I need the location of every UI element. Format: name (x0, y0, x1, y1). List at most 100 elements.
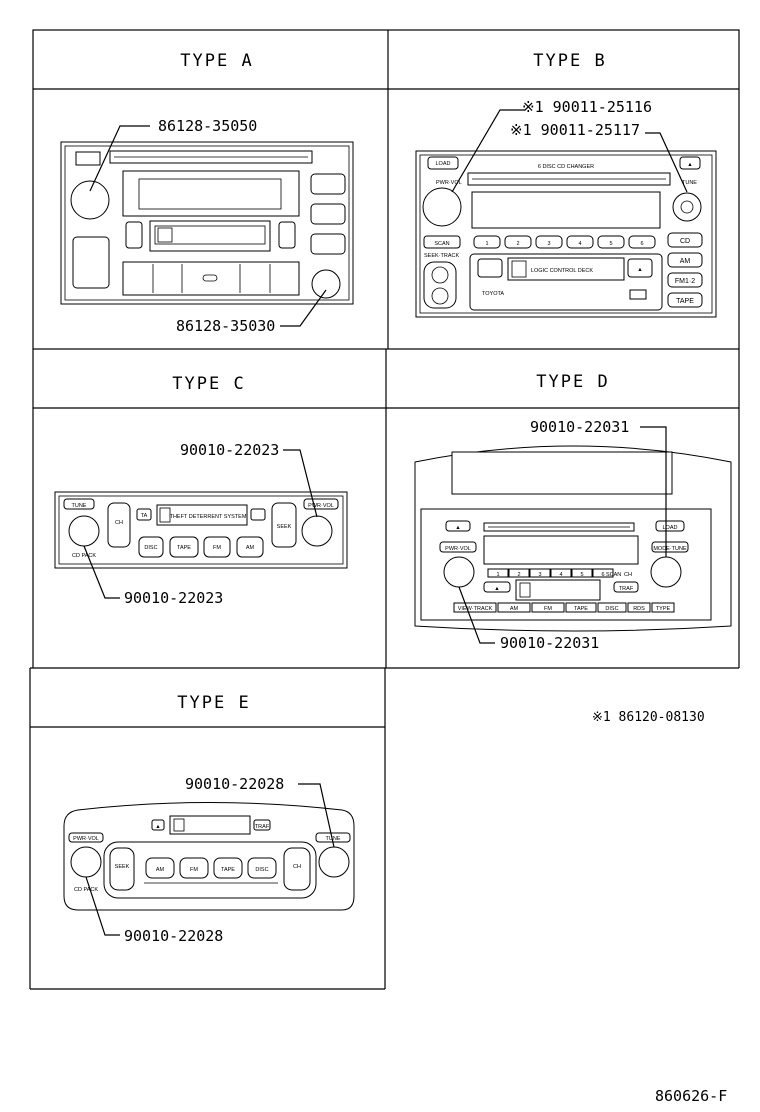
type-d-pwr-vol: PWR·VOL (445, 546, 471, 552)
type-b-pwr-vol: PWR·VOL (436, 180, 462, 186)
preset[interactable]: 6 (640, 241, 643, 247)
figure-code: 860626-F (655, 1087, 727, 1105)
type-a-part-1: 86128-35050 (158, 117, 257, 135)
type-b-deck-label: LOGIC CONTROL DECK (531, 268, 593, 274)
type-c-leader-2 (83, 545, 120, 599)
type-b-tune: TUNE (682, 180, 697, 186)
type-e-header: TYPE E (177, 693, 250, 713)
type-e-ch: CH (293, 864, 301, 870)
type-d-mode-tune: MODE·TUNE (653, 546, 687, 552)
type-e-disc[interactable]: DISC (255, 867, 268, 873)
type-e-tune: TUNE (326, 836, 341, 842)
type-e-left-knob[interactable] (70, 846, 102, 878)
bottom-btn[interactable]: AM (510, 606, 519, 612)
preset[interactable]: 1 (485, 241, 488, 247)
type-e-leader-1 (298, 783, 335, 848)
bottom-btn[interactable]: TAPE (574, 606, 588, 612)
type-e-right-knob[interactable] (318, 846, 350, 878)
bottom-btn[interactable]: RDS (633, 606, 645, 612)
preset[interactable]: 2 (517, 572, 520, 578)
type-e-cd-pack: CD PACK (74, 887, 98, 893)
type-d-header: TYPE D (536, 372, 609, 392)
type-d-load: LOAD (663, 525, 678, 531)
type-a-left-knob[interactable] (70, 180, 110, 220)
type-e-leader-2 (85, 876, 120, 936)
type-e-tape[interactable]: TAPE (221, 867, 235, 873)
type-b-am[interactable]: AM (680, 258, 691, 265)
type-d-leader-2 (458, 586, 495, 644)
type-a-right-knob[interactable] (311, 269, 341, 299)
type-c-right-knob[interactable] (301, 515, 333, 547)
type-b-tape[interactable]: TAPE (676, 298, 694, 305)
type-e-pwr-vol: PWR·VOL (73, 836, 99, 842)
type-d-right-knob[interactable] (650, 556, 682, 588)
grid-frame (29, 29, 740, 990)
type-b-tune-knob[interactable] (672, 192, 702, 222)
type-d-part-bottom: 90010-22031 (500, 634, 599, 652)
type-c-cd-pack: CD PACK (72, 553, 96, 559)
type-c-left-knob[interactable] (68, 515, 100, 547)
footnote: ※1 86120-08130 (592, 710, 705, 725)
preset[interactable]: 3 (538, 572, 541, 578)
bottom-btn[interactable]: DISC (605, 606, 618, 612)
type-a-header: TYPE A (180, 51, 253, 71)
type-e-radio: ▲ TRAF PWR·VOL CD PACK TUNE SEEK AM FM T… (63, 802, 355, 911)
type-c-pwr-vol: PWR·VOL (308, 503, 334, 509)
type-b-brand: TOYOTA (482, 291, 504, 297)
type-c-am[interactable]: AM (246, 545, 255, 551)
type-e-seek: SEEK (115, 864, 130, 870)
type-b-scan: SCAN (434, 241, 449, 247)
type-b-header: TYPE B (533, 51, 606, 71)
type-c-tune: TUNE (72, 503, 87, 509)
type-c-header: TYPE C (172, 374, 245, 394)
type-c-seek: SEEK (277, 524, 292, 530)
type-b-part-2: ※1 90011-25117 (510, 121, 640, 139)
bottom-btn[interactable]: VIEW·TRACK (458, 606, 493, 612)
type-b-presets: 1 2 3 4 5 6 (473, 235, 656, 249)
preset[interactable]: 5 (580, 572, 583, 578)
preset[interactable]: 2 (516, 241, 519, 247)
type-e-am[interactable]: AM (156, 867, 165, 873)
type-c-ch-prog: CH (115, 520, 123, 526)
type-d-left-knob[interactable] (443, 556, 475, 588)
type-d-bottom-row: VIEW·TRACK AM FM TAPE DISC RDS TYPE (453, 602, 675, 613)
preset[interactable]: 6 (601, 572, 604, 578)
type-c-radio: TUNE CD PACK CH TA THEFT DETERRENT SYSTE… (54, 491, 348, 569)
preset[interactable]: 4 (578, 241, 581, 247)
svg-text:▲: ▲ (455, 525, 460, 531)
type-a-part-2: 86128-35030 (176, 317, 275, 335)
type-b-leader-2 (645, 132, 688, 193)
bottom-btn[interactable]: TYPE (656, 606, 671, 612)
type-b-cd[interactable]: CD (680, 238, 690, 245)
type-c-fm[interactable]: FM (213, 545, 221, 551)
type-c-deck: THEFT DETERRENT SYSTEM (170, 514, 247, 520)
preset[interactable]: 3 (547, 241, 550, 247)
type-b-fm[interactable]: FM1·2 (675, 278, 695, 285)
type-d-ch: CH (624, 572, 632, 578)
type-b-pwr-knob[interactable] (422, 187, 462, 227)
type-e-traf: TRAF (255, 824, 270, 830)
preset[interactable]: 4 (559, 572, 562, 578)
type-b-load: LOAD (436, 161, 451, 167)
bottom-btn[interactable]: FM (544, 606, 552, 612)
preset[interactable]: 5 (609, 241, 612, 247)
type-b-leader-1 (451, 109, 525, 193)
preset[interactable]: 1 (496, 572, 499, 578)
svg-text:▲: ▲ (687, 162, 692, 168)
type-c-tape[interactable]: TAPE (177, 545, 191, 551)
svg-text:▲: ▲ (494, 586, 499, 592)
type-d-part-top: 90010-22031 (530, 418, 629, 436)
type-d-presets: 1 2 3 4 5 6 (487, 568, 614, 578)
type-c-part-right: 90010-22023 (180, 441, 279, 459)
type-b-changer: 6 DISC CD CHANGER (538, 164, 594, 170)
type-c-part-left: 90010-22023 (124, 589, 223, 607)
svg-text:▲: ▲ (155, 824, 160, 830)
type-d-scan: SCAN (606, 572, 621, 578)
type-c-disc[interactable]: DISC (144, 545, 157, 551)
type-e-part-bottom: 90010-22028 (124, 927, 223, 945)
type-a-leader-2 (280, 289, 327, 327)
type-c-leader-1 (283, 449, 318, 518)
type-c-ta: TA (141, 513, 148, 519)
type-e-fm[interactable]: FM (190, 867, 198, 873)
type-b-part-1: ※1 90011-25116 (522, 98, 652, 116)
